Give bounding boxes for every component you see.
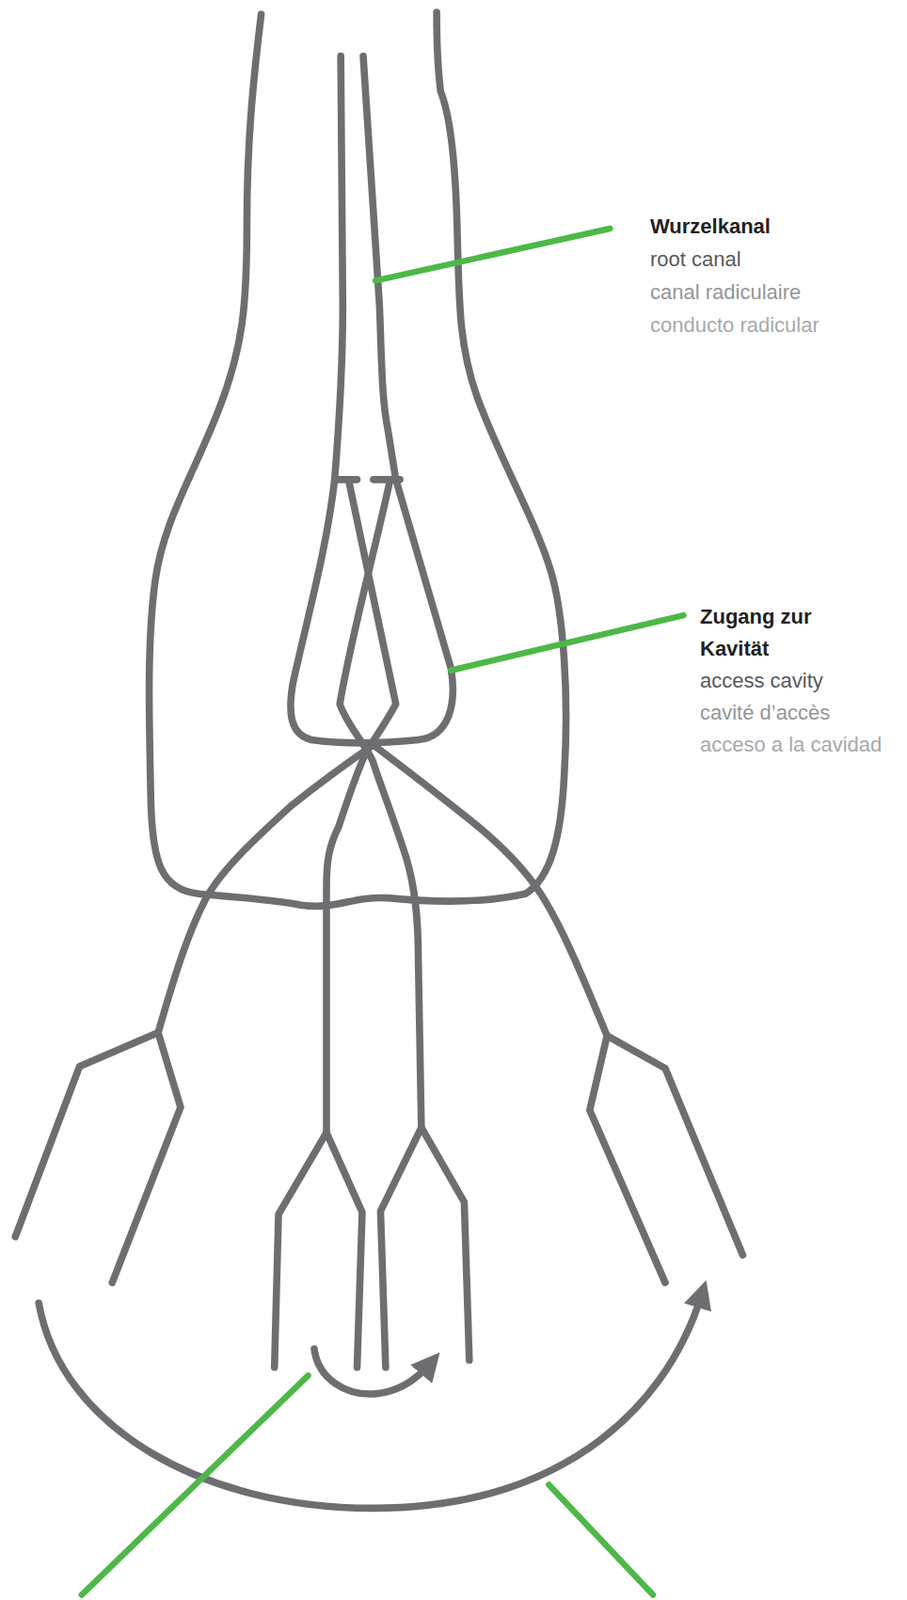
root-canal-wall — [363, 56, 397, 480]
leader-line — [450, 615, 684, 671]
label-heading: Wurzelkanal — [650, 210, 771, 243]
rotation-arrow — [314, 1349, 431, 1395]
file-handle — [15, 1033, 181, 1284]
file — [339, 481, 422, 1129]
root-canal-wall — [334, 56, 344, 480]
label-spanish: acceso a la cavidad — [700, 729, 882, 762]
file — [373, 745, 607, 1036]
file-handle — [380, 1128, 469, 1369]
rotation-arrow — [38, 1294, 702, 1510]
label-french: cavité d’accès — [700, 697, 830, 730]
label-english: access cavity — [700, 665, 824, 698]
label-heading: Zugang zur Kavität — [700, 601, 842, 666]
file — [158, 745, 374, 1034]
file-handle — [274, 1132, 363, 1369]
leader-line — [375, 228, 610, 281]
label-spanish: conducto radicular — [650, 309, 820, 342]
label-french: canal radiculaire — [650, 276, 801, 309]
leader-line — [548, 1484, 653, 1595]
access-cavity — [290, 479, 453, 744]
label-english: root canal — [650, 243, 742, 276]
leader-line — [81, 1375, 309, 1595]
file-handle — [589, 1035, 744, 1284]
